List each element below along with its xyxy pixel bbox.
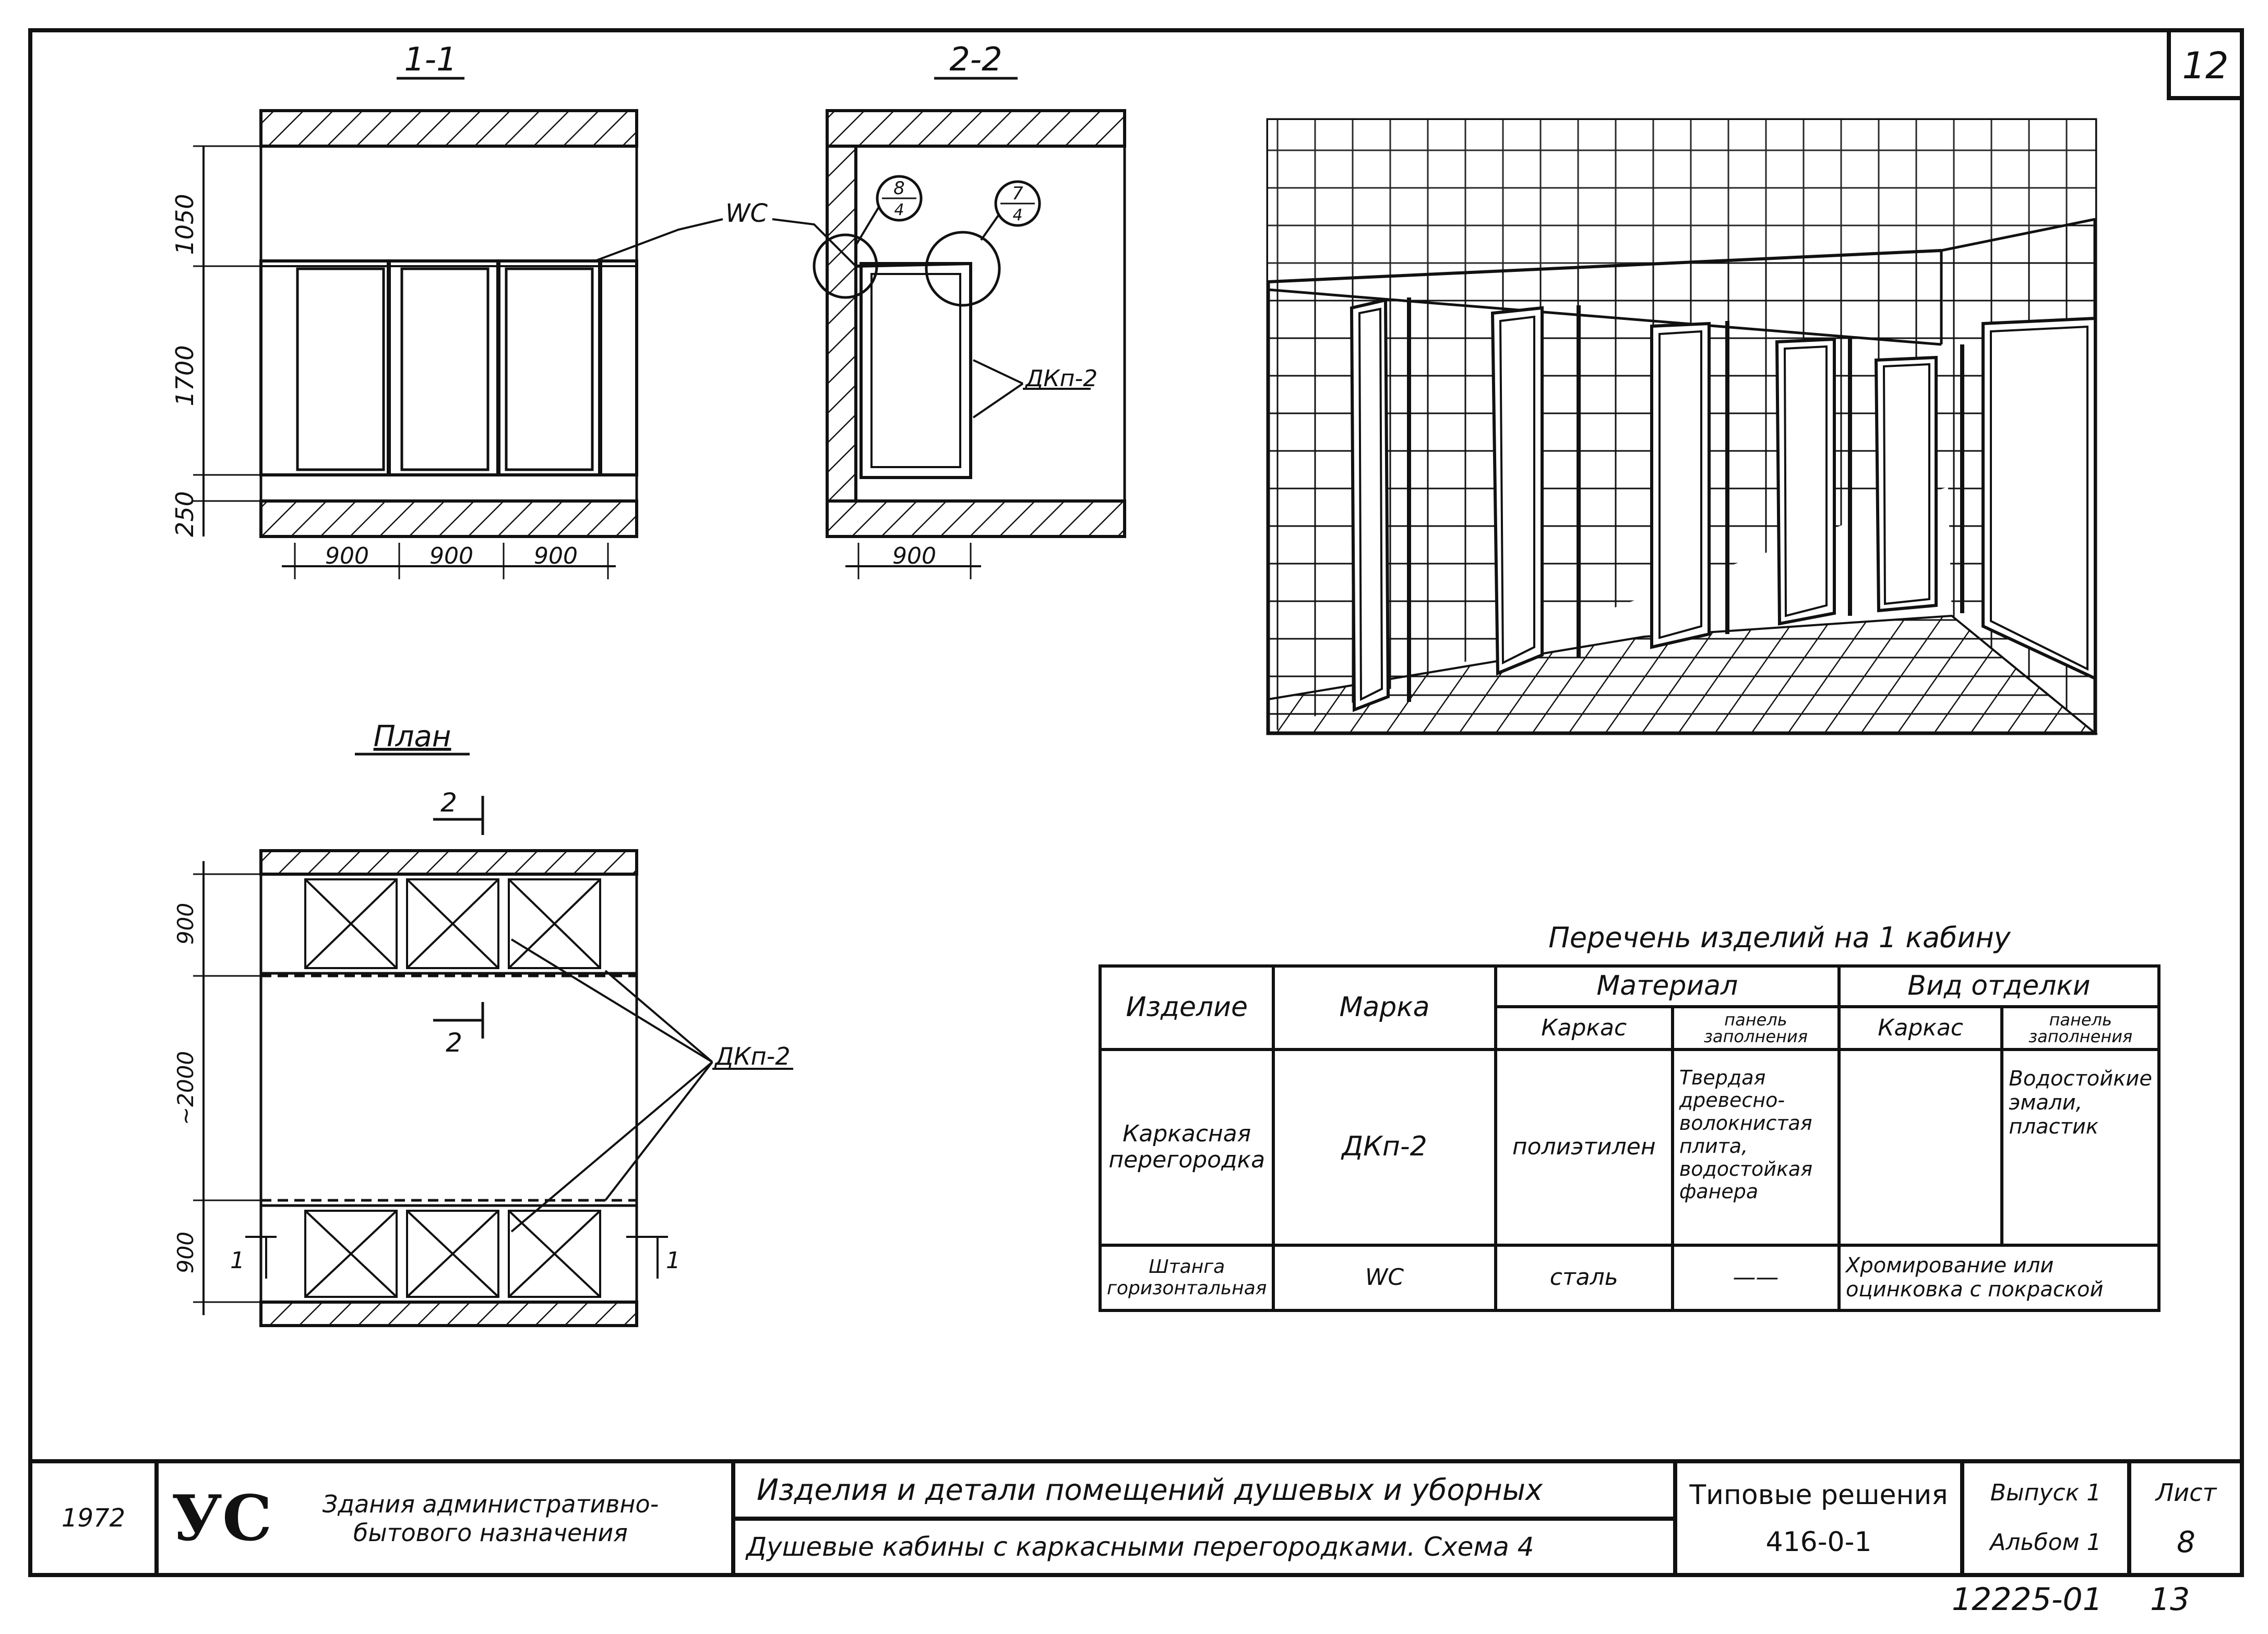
section-1-1: 1-1 1050 1700 250 900 900 900 (171, 40, 857, 579)
tb-year: 1972 (61, 1504, 126, 1533)
cell-mark: ДКп-2 (1272, 1047, 1497, 1247)
svg-text:~2000: ~2000 (173, 1051, 198, 1125)
cell-frame-material: сталь (1494, 1243, 1674, 1312)
dim-250: 250 (171, 491, 199, 537)
tb-sheet-label: Лист (2155, 1478, 2217, 1507)
tb-album: Альбом 1 (1990, 1529, 2102, 1556)
cell-item: Каркасная перегородка (1098, 1047, 1275, 1247)
cell-item: Штанга горизонтальная (1098, 1243, 1275, 1312)
tb-logo: УС (171, 1481, 272, 1555)
header-item: Изделие (1098, 964, 1275, 1051)
cell-panel-material: Твердая древесно-волокнистая плита, водо… (1670, 1047, 1841, 1247)
spec-table: Изделие Марка Материал Вид отделки Карка… (1098, 964, 2160, 1312)
svg-text:900: 900 (173, 1232, 198, 1273)
tb-title-line1: Изделия и детали помещений душевых и убо… (757, 1473, 1543, 1507)
tb-building-type: Здания административно-бытового назначен… (322, 1489, 659, 1547)
svg-text:2: 2 (446, 1028, 462, 1058)
corner-sheet-number: 12 (2167, 28, 2244, 100)
svg-text:4: 4 (1012, 206, 1022, 224)
svg-text:900: 900 (892, 543, 936, 569)
table-row: Штанга горизонтальная WC сталь —— Хромир… (1098, 1243, 2160, 1312)
plan-title: План (374, 720, 451, 754)
tb-title-line2: Душевые кабины с каркасными перегородкам… (746, 1532, 1534, 1562)
section-2-2: 2-2 8 4 7 4 ДКп-2 900 (813, 40, 1126, 579)
header-panel-material: панель заполнения (1670, 1005, 1841, 1051)
cell-finish: Хромирование или оцинковка с покраской (1837, 1243, 2160, 1312)
cell-panel-finish: Водостойкие эмали, пластик (2000, 1047, 2160, 1247)
svg-text:12: 12 (2182, 44, 2228, 87)
svg-text:4: 4 (894, 201, 904, 219)
spec-table-title: Перечень изделий на 1 кабину (1548, 921, 2011, 954)
tb-sheet-number: 8 (2177, 1525, 2195, 1559)
dim-1050: 1050 (171, 194, 199, 255)
svg-text:900: 900 (429, 543, 473, 569)
cell-mark: WC (1272, 1243, 1497, 1312)
sheet-border (28, 28, 2244, 1577)
svg-text:900: 900 (325, 543, 369, 569)
label-dkp-plan: ДКп-2 (714, 1042, 791, 1070)
label-wc: WC (725, 199, 768, 228)
cell-panel-material: —— (1670, 1243, 1841, 1312)
svg-text:1: 1 (230, 1247, 245, 1274)
stamp-page: 13 (2150, 1581, 2190, 1618)
label-dkp-section: ДКп-2 (1024, 365, 1097, 392)
title-block-frame (30, 1459, 2242, 1575)
tb-standard-label: Типовые решения (1689, 1480, 1948, 1511)
cell-frame-material: полиэтилен (1494, 1047, 1674, 1247)
svg-text:900: 900 (173, 903, 198, 945)
header-finish: Вид отделки (1837, 964, 2160, 1008)
callout-7: 7 (1012, 183, 1023, 204)
plan-view: План 2 2 (173, 720, 793, 1327)
cell-frame-finish (1837, 1047, 2004, 1247)
dim-1700: 1700 (171, 345, 199, 406)
header-material: Материал (1494, 964, 1841, 1008)
svg-text:2: 2 (440, 788, 457, 818)
header-frame-material: Каркас (1494, 1005, 1674, 1051)
table-row: Каркасная перегородка ДКп-2 полиэтилен Т… (1098, 1047, 2160, 1247)
stamp-code: 12225-01 (1952, 1581, 2103, 1618)
header-panel-finish: панель заполнения (2000, 1005, 2160, 1051)
header-mark: Марка (1272, 964, 1497, 1051)
callout-8: 8 (893, 178, 905, 199)
svg-text:900: 900 (534, 543, 578, 569)
section-2-2-title: 2-2 (949, 40, 1002, 78)
svg-text:1: 1 (666, 1247, 681, 1274)
header-frame-finish: Каркас (1837, 1005, 2004, 1051)
perspective-view (1266, 118, 2098, 735)
section-1-1-title: 1-1 (404, 40, 457, 78)
tb-standard-number: 416-0-1 (1765, 1526, 1872, 1558)
tb-issue: Выпуск 1 (1990, 1479, 2102, 1506)
